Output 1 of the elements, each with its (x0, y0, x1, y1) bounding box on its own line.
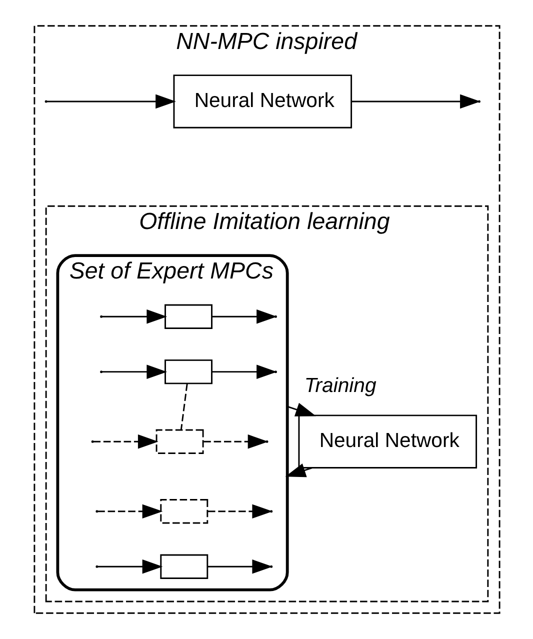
edge-label: Training (304, 374, 376, 397)
